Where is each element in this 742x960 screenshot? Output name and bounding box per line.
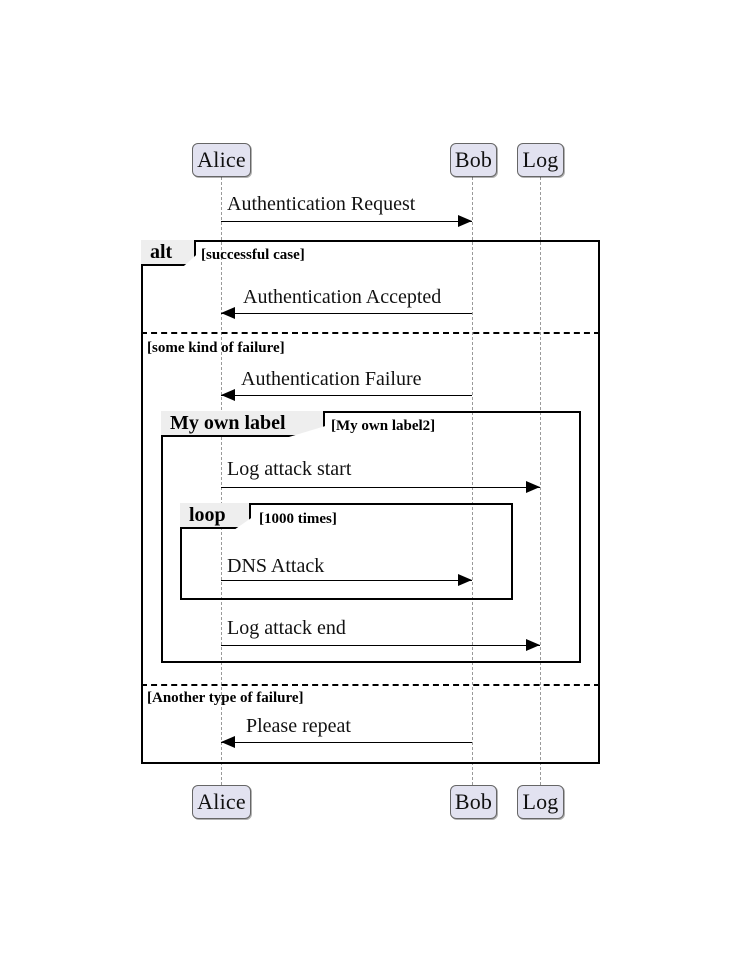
lifeline-bob [472,177,473,785]
lifeline-log [540,177,541,785]
lifeline-alice [221,177,222,785]
fragment-alt [141,240,600,764]
fragment-guard-some-kind-of-failure: [some kind of failure] [147,340,285,356]
fragment-separator-1 [141,332,600,334]
message-arrowhead-left [221,388,235,401]
fragment-guard-1000-times: [1000 times] [259,511,337,527]
message-label-dns-attack: DNS Attack [227,555,325,577]
participant-log-bottom[interactable]: Log [517,785,564,819]
fragment-guard-successful-case: [successful case] [201,247,305,263]
message-arrowhead-right [526,638,540,651]
message-line-authentication-accepted [221,313,472,314]
fragment-loop [180,503,513,600]
fragment-operator-alt: alt [141,240,196,266]
fragment-guard-my-own-label2: [My own label2] [331,418,436,434]
message-arrowhead-right [458,573,472,586]
message-arrowhead-left [221,306,235,319]
message-label-authentication-failure: Authentication Failure [241,368,422,390]
fragment-operator-loop: loop [180,503,251,529]
participant-label: Alice [197,147,246,172]
message-line-log-attack-start [221,487,540,488]
message-arrowhead-right [458,214,472,227]
fragment-operator-label: loop [189,504,226,526]
fragment-operator-label: alt [150,241,173,263]
fragment-guard-another-type-of-failure: [Another type of failure] [147,690,304,706]
participant-log-top[interactable]: Log [517,143,564,177]
participant-label: Log [522,789,559,814]
fragment-my-own-label [161,411,581,663]
participant-bob-top[interactable]: Bob [450,143,497,177]
message-label-authentication-request: Authentication Request [227,193,416,215]
participant-bob-bottom[interactable]: Bob [450,785,497,819]
message-arrowhead-right [526,480,540,493]
message-line-log-attack-end [221,645,540,646]
message-label-please-repeat: Please repeat [246,715,351,737]
participant-label: Alice [197,789,246,814]
message-line-authentication-failure [221,395,472,396]
participant-label: Log [522,147,559,172]
message-arrowhead-left [221,735,235,748]
fragment-separator-2 [141,684,600,686]
message-label-authentication-accepted: Authentication Accepted [243,286,442,308]
participant-label: Bob [454,147,493,172]
message-line-authentication-request [221,221,472,222]
message-label-log-attack-end: Log attack end [227,617,346,639]
participant-alice-bottom[interactable]: Alice [192,785,251,819]
message-label-log-attack-start: Log attack start [227,458,352,480]
fragment-operator-my-own-label: My own label [161,411,325,437]
fragment-operator-label: My own label [170,412,286,434]
message-line-dns-attack [221,580,472,581]
message-line-please-repeat [221,742,472,743]
participant-alice-top[interactable]: Alice [192,143,251,177]
participant-label: Bob [454,789,493,814]
